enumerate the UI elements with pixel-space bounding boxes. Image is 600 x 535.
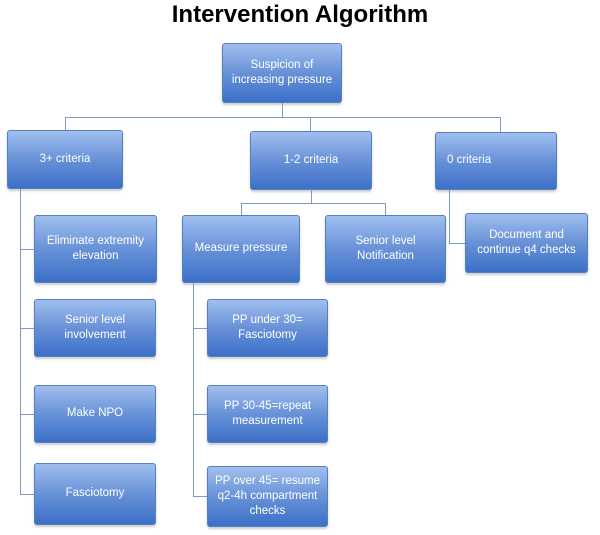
node-3plus-criteria-label: 3+ criteria: [39, 152, 91, 165]
node-0-criteria-label: 0 criteria: [447, 154, 492, 167]
node-0-criteria: 0 criteria: [435, 132, 557, 190]
page-title: Intervention Algorithm: [171, 1, 429, 28]
node-3plus-criteria: 3+ criteria: [7, 130, 123, 189]
node-senior-notification-label: Senior level Notification: [355, 234, 416, 262]
node-fasciotomy-label: Fasciotomy: [65, 487, 125, 500]
connector-line: [20, 328, 34, 329]
connector-line: [500, 117, 501, 132]
connector-line: [193, 414, 207, 415]
connector-line: [282, 103, 283, 117]
connector-line: [449, 243, 465, 244]
node-suspicion: Suspicion of increasing pressure: [222, 43, 342, 103]
connector-line: [20, 494, 34, 495]
connector-line: [310, 117, 311, 131]
node-eliminate-elevation: Eliminate extremity elevation: [34, 215, 157, 283]
node-make-npo-label: Make NPO: [66, 407, 124, 420]
node-make-npo: Make NPO: [34, 385, 156, 443]
node-measure-pressure: Measure pressure: [182, 215, 300, 283]
connector-line: [193, 328, 207, 329]
connector-line: [385, 203, 386, 215]
node-pp-under-30-label: PP under 30= Fasciotomy: [232, 313, 303, 341]
node-senior-notification: Senior level Notification: [325, 215, 446, 283]
node-1-2-criteria: 1-2 criteria: [250, 131, 372, 190]
connector-line: [241, 203, 242, 215]
connector-line: [65, 117, 66, 130]
connector-line: [193, 283, 194, 496]
node-eliminate-elevation-label: Eliminate extremity elevation: [46, 234, 145, 262]
node-pp-over-45-label: PP over 45= resume q2-4h compartment che…: [215, 474, 320, 518]
connector-line: [449, 190, 450, 243]
node-document-q4-checks-label: Document and continue q4 checks: [477, 228, 576, 256]
node-senior-involvement-label: Senior level involvement: [64, 313, 126, 341]
node-pp-30-45-label: PP 30-45=repeat measurement: [223, 399, 312, 427]
connector-line: [241, 203, 386, 204]
node-senior-involvement: Senior level involvement: [34, 299, 156, 357]
connector-line: [65, 117, 501, 118]
node-pp-over-45: PP over 45= resume q2-4h compartment che…: [207, 466, 328, 527]
node-measure-pressure-label: Measure pressure: [194, 242, 288, 255]
node-fasciotomy: Fasciotomy: [34, 463, 156, 525]
node-1-2-criteria-label: 1-2 criteria: [283, 153, 339, 166]
connector-line: [20, 414, 34, 415]
connector-line: [20, 189, 21, 494]
connector-line: [20, 249, 34, 250]
node-pp-30-45: PP 30-45=repeat measurement: [207, 385, 328, 443]
connector-line: [311, 190, 312, 203]
node-suspicion-label: Suspicion of increasing pressure: [231, 58, 333, 86]
node-pp-under-30: PP under 30= Fasciotomy: [207, 299, 328, 357]
connector-line: [193, 496, 207, 497]
node-document-q4-checks: Document and continue q4 checks: [465, 213, 588, 273]
